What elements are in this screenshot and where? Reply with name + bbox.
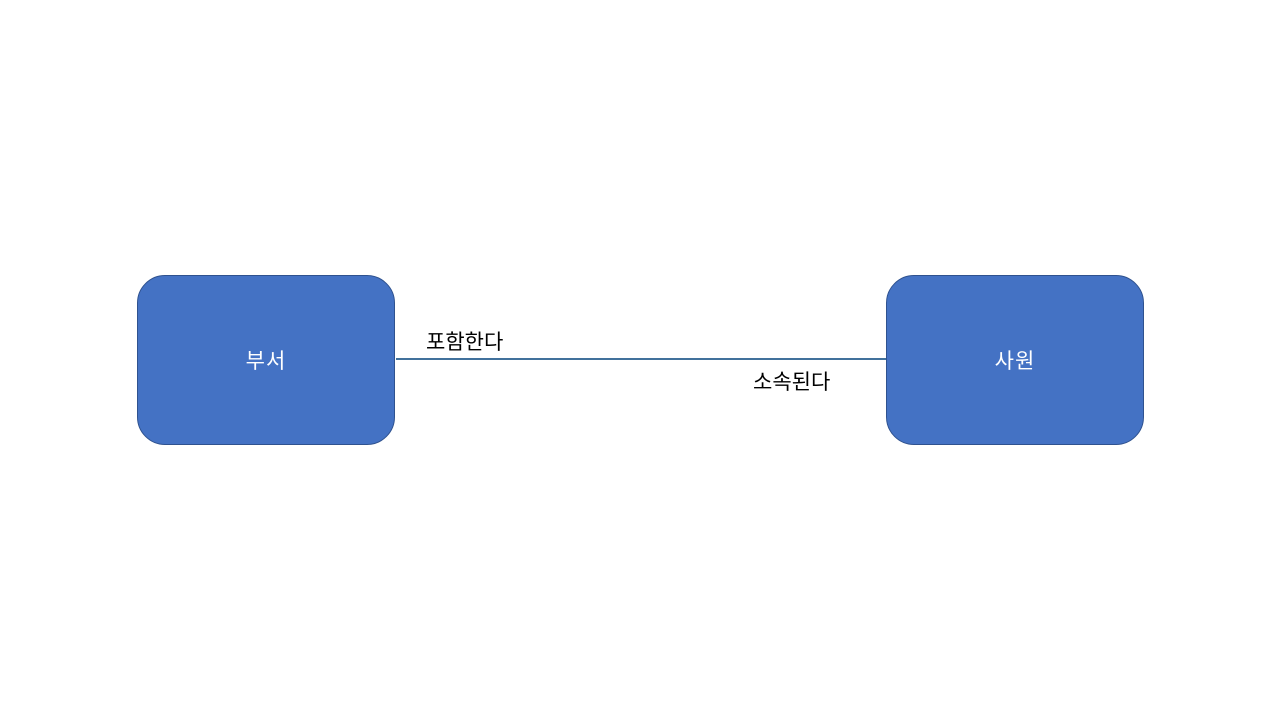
entity-department-shape[interactable]: 부서 — [137, 275, 395, 445]
entity-employee-label: 사원 — [994, 350, 1036, 373]
entity-employee-shape[interactable]: 사원 — [886, 275, 1144, 445]
relationship-connector-line[interactable] — [396, 358, 887, 360]
entity-department-label: 부서 — [245, 350, 287, 373]
relationship-label-contains[interactable]: 포함한다 — [426, 331, 504, 354]
relationship-label-belongs[interactable]: 소속된다 — [753, 371, 831, 394]
